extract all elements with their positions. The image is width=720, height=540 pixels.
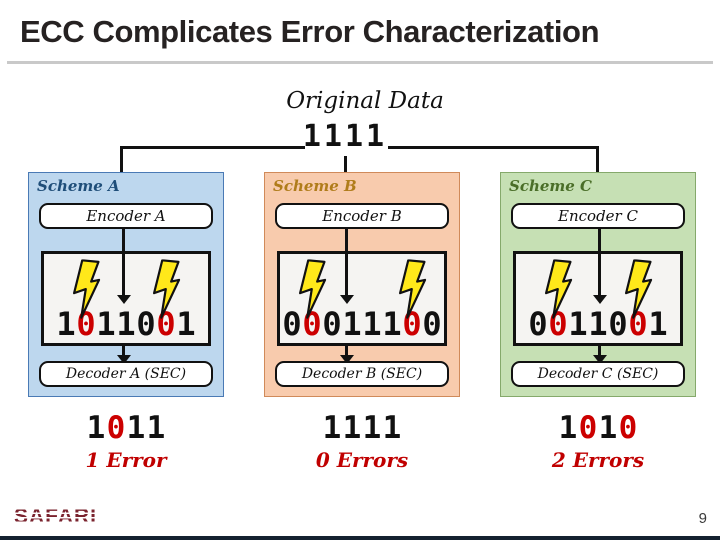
- codeword-to-decoder-arrow: [598, 346, 601, 355]
- codeword-bit: 0: [282, 305, 302, 344]
- encoder-box: Encoder C: [511, 203, 685, 229]
- encoder-to-codeword-arrow: [345, 229, 348, 295]
- lightning-icon: [393, 258, 433, 326]
- codeword-bit: 1: [96, 305, 116, 344]
- codeword-bit: 1: [382, 305, 402, 344]
- output-bit: 0: [618, 410, 638, 446]
- codeword-bit: 1: [116, 305, 136, 344]
- codeword-bit: 0: [422, 305, 442, 344]
- codeword-to-decoder-arrow: [345, 346, 348, 355]
- output-bit: 0: [578, 410, 598, 446]
- codeword-bit: 1: [56, 305, 76, 344]
- codeword-bit: 0: [528, 305, 548, 344]
- codeword-bit: 1: [568, 305, 588, 344]
- decoder-box: Decoder C (SEC): [511, 361, 685, 387]
- connector-line-left: [121, 146, 305, 149]
- output-error-count: 2 Errors: [551, 447, 645, 472]
- output-bit: 1: [558, 410, 578, 446]
- scheme-name-label: Scheme B: [273, 177, 357, 195]
- decoder-box: Decoder A (SEC): [39, 361, 213, 387]
- encoder-to-codeword-arrow: [122, 229, 125, 295]
- output-bit: 1: [86, 410, 106, 446]
- arrow-into-scheme-c: [596, 146, 599, 193]
- output-bit: 1: [146, 410, 166, 446]
- codeword-bit: 1: [588, 305, 608, 344]
- output-bit: 1: [362, 410, 382, 446]
- page-title: ECC Complicates Error Characterization: [20, 14, 600, 49]
- lightning-icon: [147, 258, 187, 326]
- output-bit: 1: [322, 410, 342, 446]
- decoder-box: Decoder B (SEC): [275, 361, 449, 387]
- lightning-icon: [619, 258, 659, 326]
- codeword-bit: 1: [362, 305, 382, 344]
- output-bit: 1: [126, 410, 146, 446]
- connector-line-right: [388, 146, 598, 149]
- lightning-icon: [293, 258, 333, 326]
- scheme-name-label: Scheme C: [509, 177, 592, 195]
- output-bit: 0: [106, 410, 126, 446]
- codeword-to-decoder-arrow: [122, 346, 125, 355]
- codeword-bit: 0: [136, 305, 156, 344]
- original-data-bits: 1111: [302, 119, 388, 154]
- title-divider-line: [7, 61, 713, 64]
- output-bit: 1: [598, 410, 618, 446]
- safari-logo: SAFARI: [14, 505, 98, 528]
- encoder-to-codeword-arrow: [598, 229, 601, 295]
- codeword-bit: 1: [176, 305, 196, 344]
- codeword-bit: 1: [342, 305, 362, 344]
- output-error-count: 0 Errors: [315, 447, 409, 472]
- codeword-bit: 1: [648, 305, 668, 344]
- arrow-into-scheme-a: [120, 146, 123, 193]
- lightning-icon: [67, 258, 107, 326]
- bottom-edge-bar: [0, 536, 720, 540]
- original-data-label: Original Data: [286, 88, 444, 114]
- codeword-bit: 0: [322, 305, 342, 344]
- scheme-name-label: Scheme A: [37, 177, 120, 195]
- page-number: 9: [698, 510, 707, 527]
- output-bit: 1: [382, 410, 402, 446]
- output-bit: 1: [342, 410, 362, 446]
- encoder-box: Encoder A: [39, 203, 213, 229]
- lightning-icon: [539, 258, 579, 326]
- output-error-count: 1 Error: [85, 447, 167, 472]
- encoder-box: Encoder B: [275, 203, 449, 229]
- codeword-bit: 0: [608, 305, 628, 344]
